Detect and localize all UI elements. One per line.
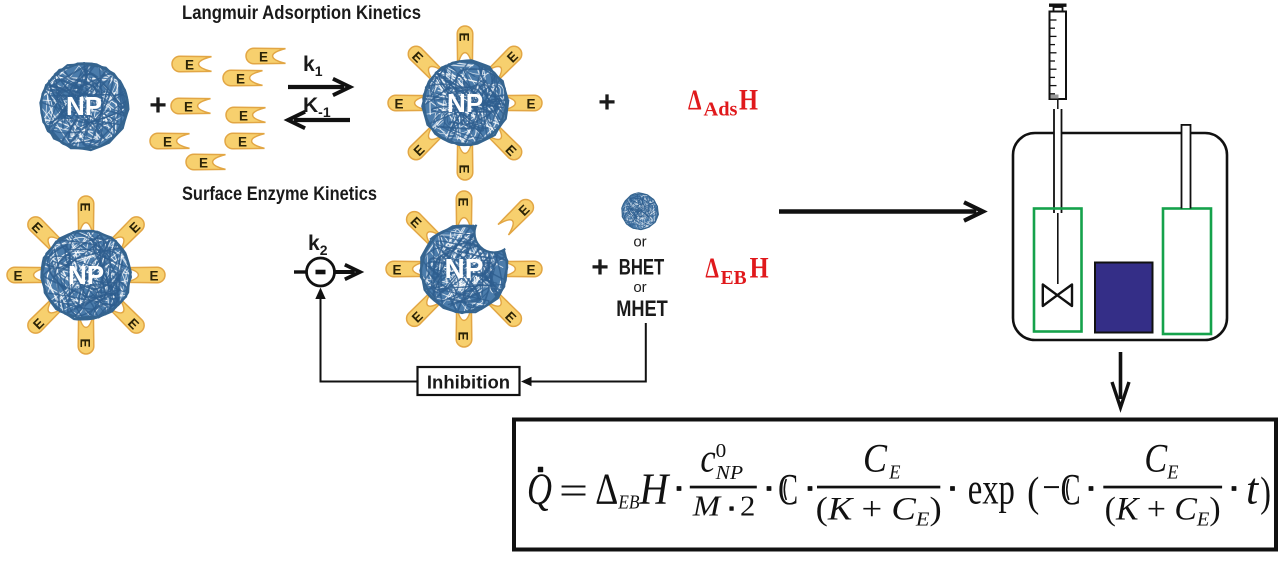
- svg-text:Δ: Δ: [705, 254, 719, 285]
- svg-text:E: E: [13, 269, 22, 284]
- svg-text:E: E: [77, 202, 92, 211]
- svg-text:E: E: [888, 462, 901, 484]
- svg-text:E: E: [185, 57, 194, 72]
- svg-text:NP: NP: [715, 462, 743, 484]
- svg-text:+: +: [591, 251, 609, 284]
- svg-text:E: E: [259, 49, 268, 64]
- svg-text:E: E: [184, 99, 193, 114]
- svg-text:MHET: MHET: [616, 296, 668, 321]
- svg-text:E: E: [394, 97, 403, 112]
- svg-text:(K + CE): (K + CE): [816, 492, 942, 531]
- svg-text:E: E: [149, 269, 158, 284]
- svg-text:NP: NP: [68, 260, 104, 290]
- svg-text:t: t: [1246, 465, 1260, 514]
- svg-text:+: +: [149, 89, 167, 122]
- svg-text:E: E: [455, 197, 470, 206]
- svg-text:+: +: [598, 86, 616, 119]
- svg-text:2: 2: [740, 492, 755, 523]
- svg-text:C: C: [1144, 435, 1168, 480]
- svg-text:C: C: [863, 435, 888, 480]
- svg-text:or: or: [633, 279, 646, 296]
- svg-text:C: C: [1061, 465, 1081, 514]
- svg-text:EB: EB: [721, 267, 747, 289]
- svg-text:NP: NP: [447, 88, 483, 118]
- svg-text:E: E: [456, 32, 471, 41]
- svg-text:E: E: [526, 97, 535, 112]
- svg-text:H: H: [750, 252, 769, 285]
- svg-text:E: E: [1166, 462, 1179, 484]
- svg-text:Surface Enzyme Kinetics: Surface Enzyme Kinetics: [182, 183, 377, 205]
- svg-text:E: E: [526, 263, 535, 278]
- svg-text:or: or: [633, 234, 646, 251]
- svg-text:EB: EB: [617, 493, 639, 514]
- svg-text:H: H: [739, 83, 758, 116]
- svg-text:E: E: [455, 331, 470, 340]
- svg-text:NP: NP: [445, 253, 484, 284]
- svg-text:H: H: [639, 465, 671, 514]
- svg-text:(K + CE): (K + CE): [1105, 492, 1221, 531]
- svg-text:NP: NP: [66, 91, 102, 121]
- svg-text:−: −: [1042, 465, 1060, 510]
- svg-text:E: E: [77, 338, 92, 347]
- svg-text:exp: exp: [968, 465, 1015, 514]
- svg-text:(: (: [1027, 470, 1039, 516]
- svg-text:Δ: Δ: [595, 465, 618, 514]
- svg-text:Ads: Ads: [704, 99, 738, 120]
- svg-text:E: E: [199, 155, 208, 170]
- svg-text:M: M: [692, 492, 723, 523]
- svg-text:E: E: [236, 71, 245, 86]
- svg-text:=: =: [559, 468, 588, 513]
- svg-text:E: E: [456, 164, 471, 173]
- svg-text:): ): [1260, 470, 1271, 516]
- svg-text:Δ: Δ: [688, 85, 702, 116]
- svg-text:E: E: [239, 108, 248, 123]
- svg-text:E: E: [163, 134, 172, 149]
- svg-text:0: 0: [716, 440, 727, 462]
- svg-text:BHET: BHET: [619, 254, 665, 279]
- svg-text:c: c: [700, 435, 716, 480]
- svg-text:Inhibition: Inhibition: [427, 372, 510, 393]
- svg-text:C: C: [778, 465, 798, 514]
- svg-text:Langmuir Adsorption Kinetics: Langmuir Adsorption Kinetics: [182, 2, 421, 24]
- svg-text:E: E: [238, 134, 247, 149]
- svg-text:Q: Q: [527, 465, 552, 514]
- svg-text:E: E: [392, 263, 401, 278]
